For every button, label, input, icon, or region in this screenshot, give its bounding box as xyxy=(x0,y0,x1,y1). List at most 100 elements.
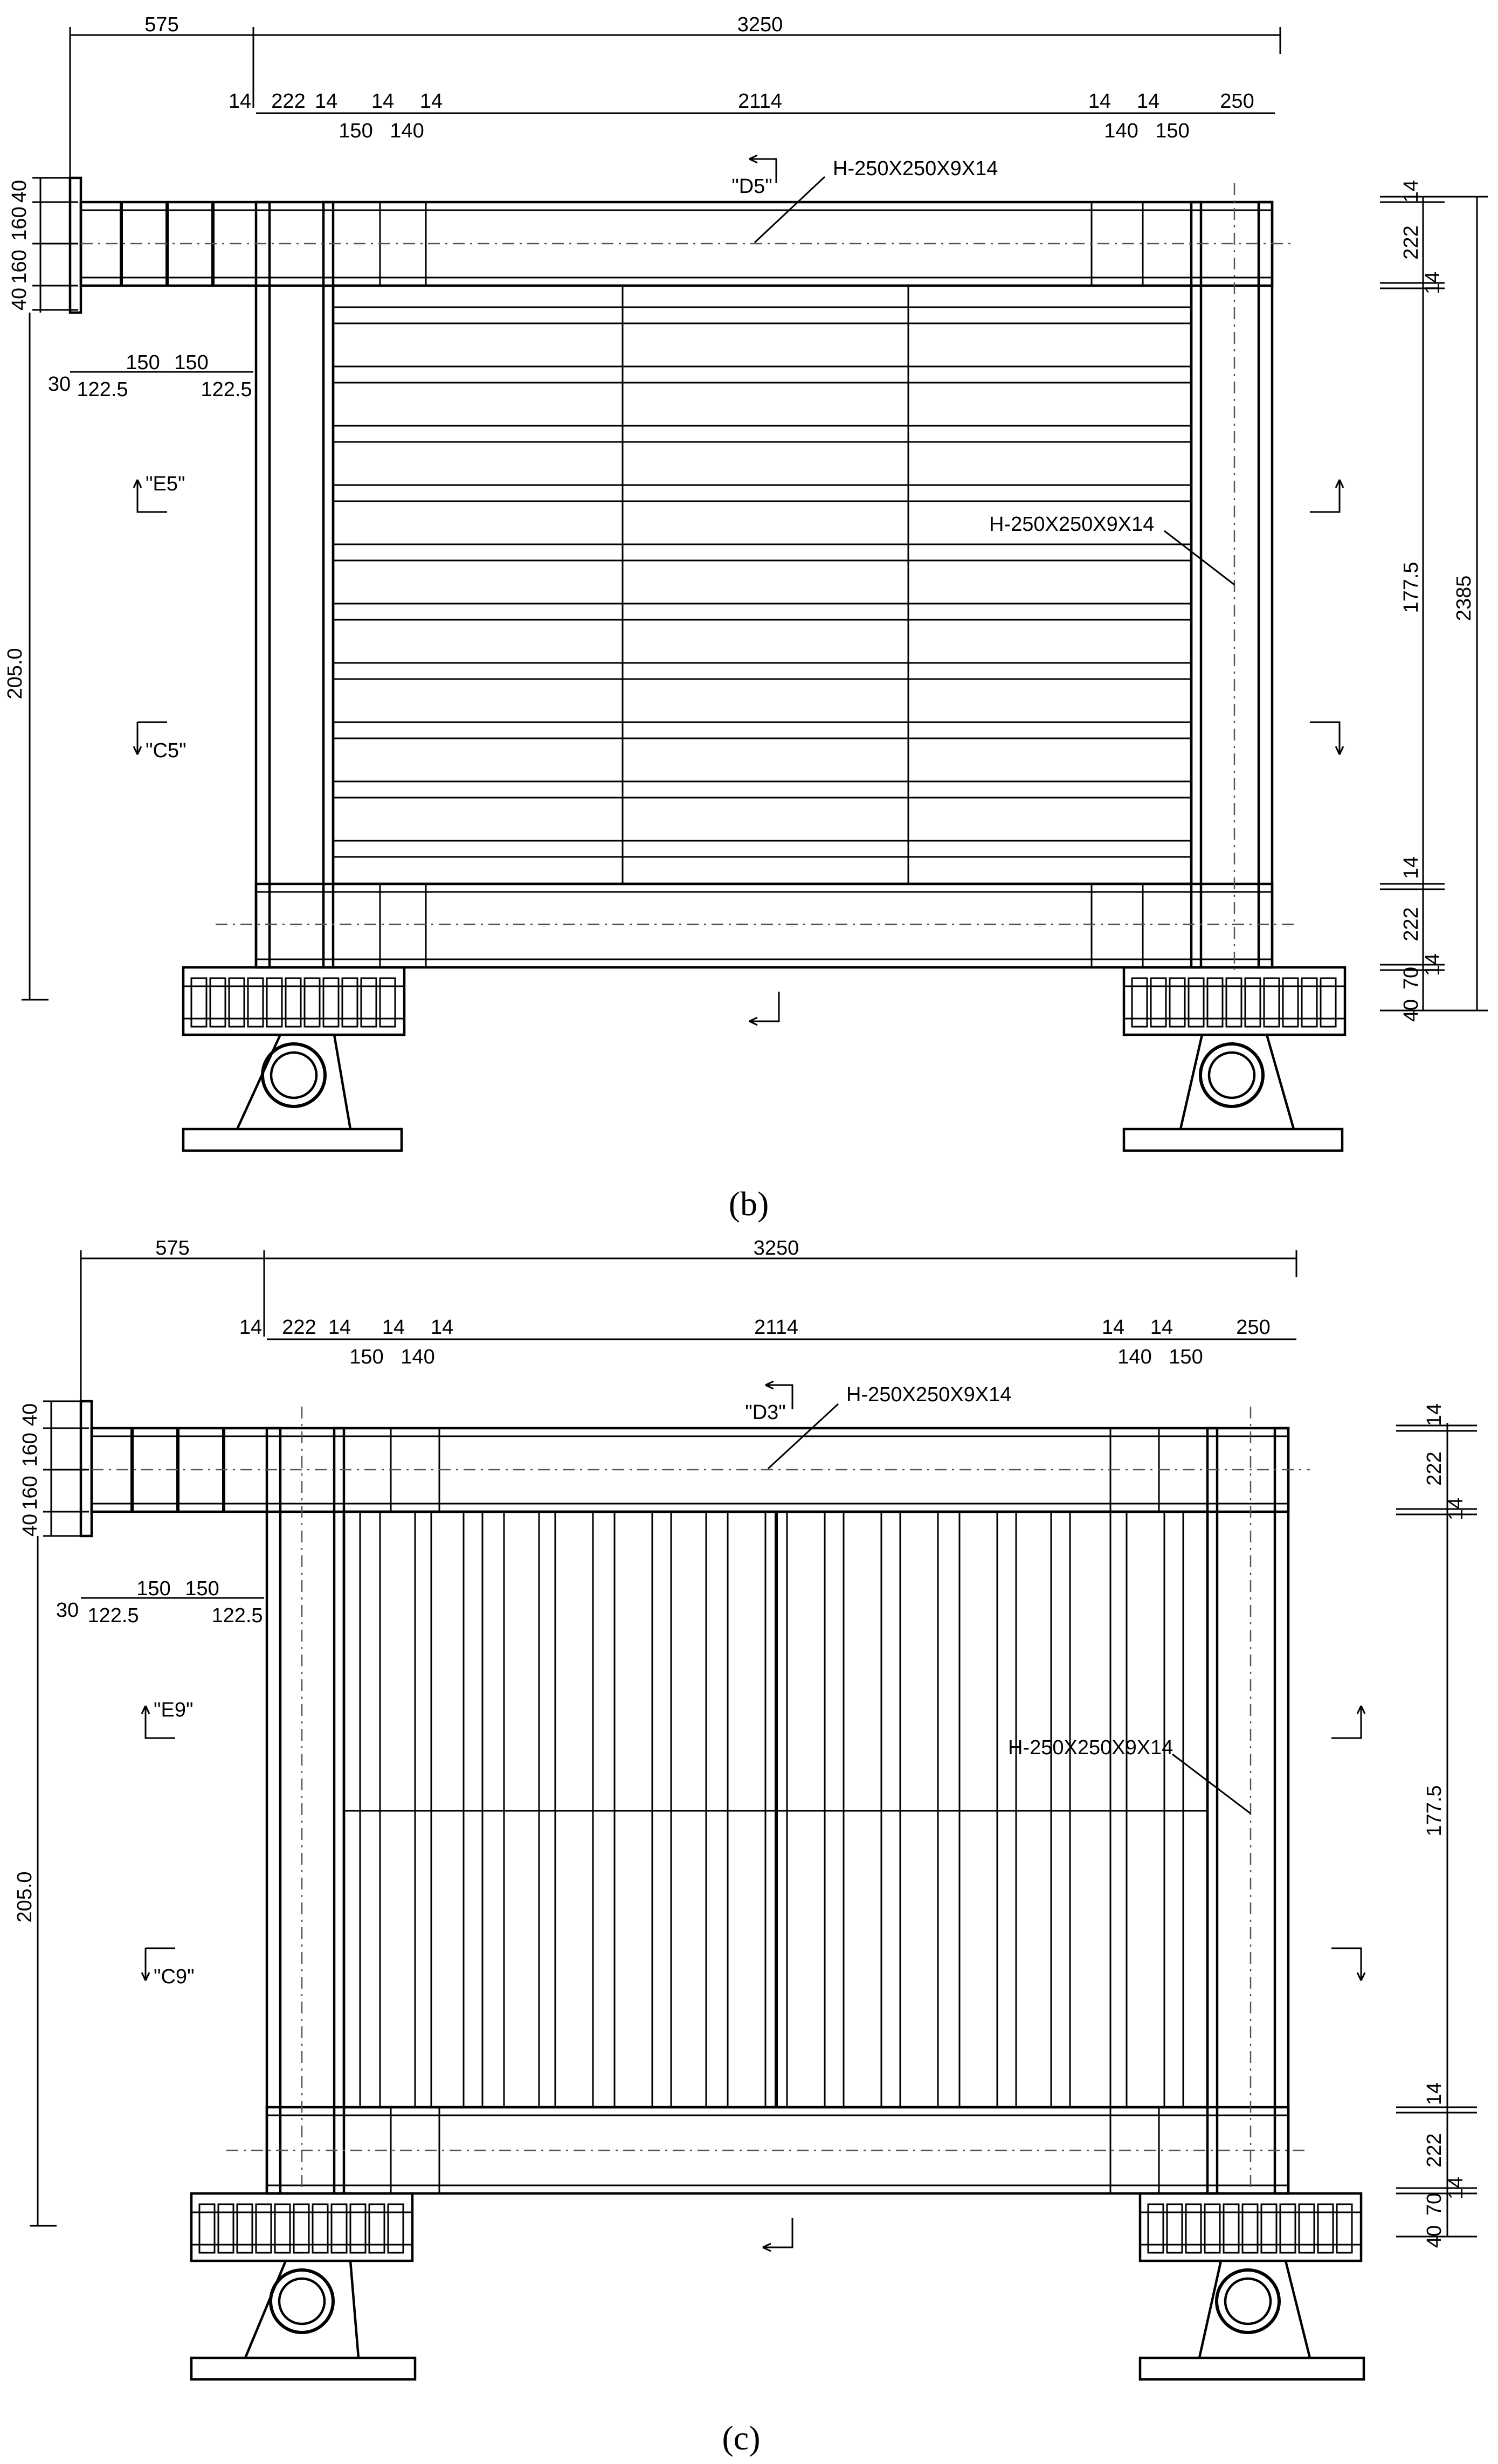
view-b-dim-right-14d: 14 xyxy=(1421,953,1444,976)
view-c-dim-14f: 14 xyxy=(1150,1316,1173,1339)
view-b-member-side-label: H-250X250X9X14 xyxy=(989,513,1154,536)
view-b-dim-left-160a: 160 xyxy=(8,206,31,240)
view-b-dim-3250: 3250 xyxy=(737,13,783,36)
view-c-dim-150-b: 150 xyxy=(185,1577,219,1600)
view-c-section-d3: "D3" xyxy=(745,1401,786,1424)
view-c-dim-right-14a: 14 xyxy=(1423,1403,1446,1426)
view-c-caption: (c) xyxy=(722,2419,760,2457)
view-c-dim-left-40b: 40 xyxy=(19,1514,42,1536)
view-c-dim-140-right: 140 xyxy=(1117,1346,1151,1368)
view-c-dim-30: 30 xyxy=(56,1599,79,1622)
view-b-dim-right-14c: 14 xyxy=(1400,856,1423,879)
view-b-dim-14f: 14 xyxy=(1137,90,1159,113)
view-b-dim-205: 205.0 xyxy=(4,648,26,699)
view-b-dim-14d: 14 xyxy=(420,90,443,113)
view-b-dim-150-left: 150 xyxy=(339,120,372,142)
view-b-right-bearing xyxy=(1122,966,1347,1152)
view-c-dim-left-160b: 160 xyxy=(19,1476,42,1510)
view-c-frame xyxy=(79,1400,1310,2199)
view-b-dim-14c: 14 xyxy=(371,90,394,113)
view-b-dim-right-14a: 14 xyxy=(1400,180,1423,203)
view-b-left-bolts xyxy=(183,977,404,1028)
view-b-section-d5: "D5" xyxy=(731,175,772,198)
view-b-annotations: "D5" H-250X250X9X14 "E5" "C5" H-250X250X… xyxy=(133,154,1344,1026)
view-c-dim-122-5-left: 122.5 xyxy=(87,1604,139,1627)
view-c-dim-14a: 14 xyxy=(239,1316,262,1339)
view-b-dim-222: 222 xyxy=(271,90,305,113)
view-c-annotations: "D3" H-250X250X9X14 "E9" "C9" H-250X250X… xyxy=(141,1380,1366,2252)
view-b-section-e5: "E5" xyxy=(146,473,185,495)
view-b-dim-right-14b: 14 xyxy=(1421,272,1444,294)
view-c-dim-right-222b: 222 xyxy=(1423,2133,1446,2167)
view-c-dim-right-14b: 14 xyxy=(1445,1498,1467,1520)
view-b-dim-575: 575 xyxy=(144,13,178,36)
view-c-dim-150-a: 150 xyxy=(136,1577,170,1600)
view-c-dim-14e: 14 xyxy=(1102,1316,1124,1339)
view-c-top-dimensions: 575 3250 14 222 14 14 14 2114 14 14 250 … xyxy=(80,1237,1297,1401)
view-b-dim-left-160b: 160 xyxy=(8,250,31,283)
view-c-dim-205: 205.0 xyxy=(13,1871,36,1922)
view-c-member-side-label: H-250X250X9X14 xyxy=(1008,1736,1173,1759)
view-c-dim-right-14d: 14 xyxy=(1445,2177,1467,2199)
view-b-caption: (b) xyxy=(729,1185,769,1223)
view-b-left-dimensions: 40 160 160 40 30 122.5 150 150 122.5 205… xyxy=(4,177,253,1001)
view-c-infill-panel xyxy=(342,1510,1209,2109)
view-c-dim-right-70: 70 xyxy=(1423,2193,1446,2216)
view-c-dim-right-40: 40 xyxy=(1423,2225,1446,2248)
view-c-left-dimensions: 40 160 160 40 30 122.5 150 150 122.5 205… xyxy=(13,1400,264,2227)
view-c-dim-3250: 3250 xyxy=(754,1237,799,1259)
view-b-elevation: 575 3250 14 222 14 14 14 2114 14 14 250 … xyxy=(4,13,1488,1223)
view-c-dim-right-177-5: 177.5 xyxy=(1423,1785,1446,1836)
view-c-dim-right-14c: 14 xyxy=(1423,2082,1446,2105)
view-c-dim-250: 250 xyxy=(1236,1316,1270,1339)
view-c-section-e9: "E9" xyxy=(154,1699,193,1721)
view-c-member-top-label: H-250X250X9X14 xyxy=(846,1383,1011,1406)
view-b-dim-30: 30 xyxy=(48,373,71,396)
view-b-dim-122-5-right: 122.5 xyxy=(201,378,252,401)
view-b-dim-150-a: 150 xyxy=(126,351,160,374)
view-b-member-top-label: H-250X250X9X14 xyxy=(833,157,998,180)
view-b-section-c5: "C5" xyxy=(146,739,187,762)
view-c-dim-140-left: 140 xyxy=(401,1346,434,1368)
view-c-dim-left-160a: 160 xyxy=(19,1432,42,1466)
view-b-right-bolts xyxy=(1124,977,1345,1028)
view-b-dim-14b: 14 xyxy=(315,90,337,113)
view-c-dim-14b: 14 xyxy=(328,1316,351,1339)
view-c-dim-222: 222 xyxy=(282,1316,316,1339)
view-b-dim-right-222b: 222 xyxy=(1400,907,1423,941)
view-b-dim-14a: 14 xyxy=(229,90,251,113)
view-b-dim-left-40a: 40 xyxy=(8,180,31,203)
view-c-left-bearing xyxy=(190,2192,417,2381)
view-b-dim-14e: 14 xyxy=(1088,90,1111,113)
view-c-dim-14c: 14 xyxy=(382,1316,405,1339)
view-c-dim-left-40a: 40 xyxy=(19,1403,42,1426)
view-b-frame xyxy=(68,176,1294,970)
view-b-left-bearing xyxy=(182,966,406,1152)
view-b-dim-2114: 2114 xyxy=(738,90,782,113)
view-b-dim-right-222a: 222 xyxy=(1400,225,1423,259)
view-c-section-c9: "C9" xyxy=(154,1965,195,1988)
view-c-right-bolts xyxy=(1140,2203,1361,2254)
view-b-dim-right-40: 40 xyxy=(1400,999,1423,1022)
view-b-dim-140-left: 140 xyxy=(390,120,424,142)
view-b-dim-right-2385: 2385 xyxy=(1453,576,1475,621)
view-c-right-dimensions: 14 222 14 177.5 14 222 70 14 40 xyxy=(1396,1403,1477,2248)
view-c-left-bolts xyxy=(191,2203,412,2254)
view-b-dim-150-right: 150 xyxy=(1155,120,1189,142)
view-c-dim-150-right: 150 xyxy=(1169,1346,1203,1368)
view-b-right-dimensions: 14 222 14 177.5 14 222 70 14 40 2385 xyxy=(1380,180,1488,1022)
view-c-right-bearing xyxy=(1138,2192,1365,2381)
view-b-infill-panel xyxy=(332,284,1193,885)
view-c-dim-122-5-right: 122.5 xyxy=(211,1604,263,1627)
view-c-dim-right-222a: 222 xyxy=(1423,1451,1446,1485)
view-b-dim-left-40b: 40 xyxy=(8,288,31,310)
view-b-dim-right-177-5: 177.5 xyxy=(1400,562,1423,613)
view-c-dim-150-left: 150 xyxy=(349,1346,383,1368)
view-b-dim-140-right: 140 xyxy=(1104,120,1138,142)
view-c-dim-2114: 2114 xyxy=(754,1316,798,1339)
view-b-dim-250: 250 xyxy=(1220,90,1254,113)
view-c-elevation: 575 3250 14 222 14 14 14 2114 14 14 250 … xyxy=(13,1237,1477,2457)
view-c-dim-575: 575 xyxy=(155,1237,189,1259)
view-b-dim-right-70: 70 xyxy=(1400,967,1423,989)
